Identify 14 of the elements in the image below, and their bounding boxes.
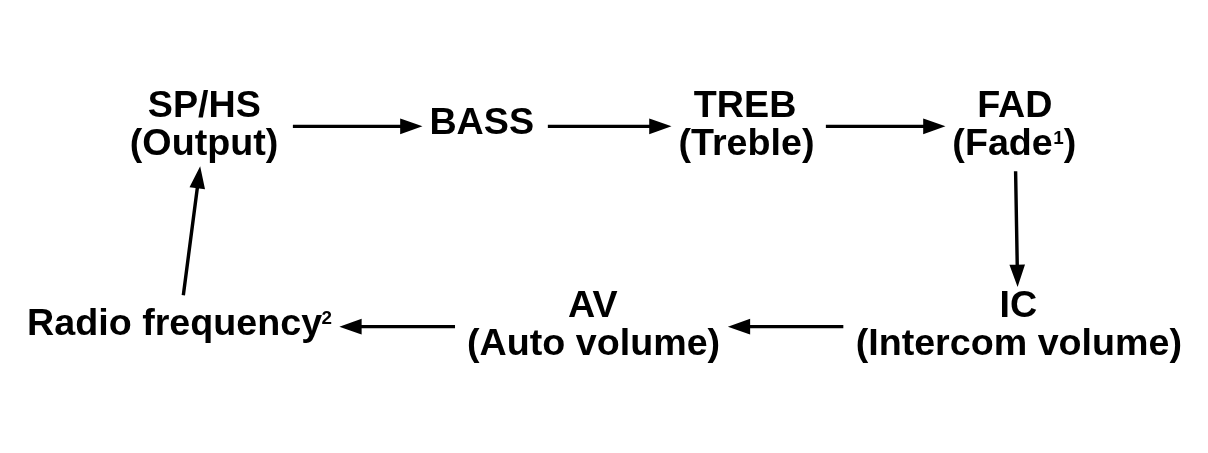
arrow — [181, 166, 206, 296]
arrow — [292, 118, 423, 135]
node-text: IC (Intercom volume) — [855, 283, 1183, 364]
node-text: AV (Auto volume) — [467, 283, 721, 364]
arrow — [547, 118, 672, 135]
node-text: SP/HS (Output) — [129, 83, 279, 163]
arrow — [727, 318, 844, 335]
arrow — [339, 318, 455, 335]
arrow — [1009, 171, 1026, 287]
node-text: TREB (Treble) — [678, 83, 815, 163]
arrow — [825, 118, 946, 135]
node-text: Radio frequency$^{2}$ — [27, 300, 333, 343]
node-text: FAD (Fade$^{1}$) — [952, 83, 1077, 163]
node-text: BASS — [429, 100, 535, 143]
